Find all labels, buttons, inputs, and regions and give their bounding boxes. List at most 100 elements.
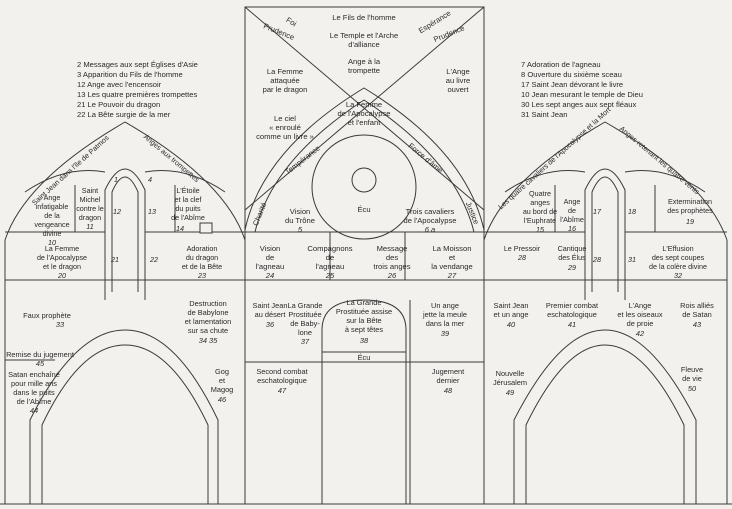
- label-saint-jean-desert: Saint Jean: [253, 301, 288, 310]
- label-prostituee-babylone: Prostituée: [288, 310, 321, 319]
- label-nouvelle-jerusalem: 49: [506, 388, 514, 397]
- label-jugement: Jugement: [432, 367, 464, 376]
- label-ange-meule: dans la mer: [426, 319, 465, 328]
- label-justice: Justice: [464, 200, 481, 225]
- label-satan-enchaine: Satan enchaîné: [8, 370, 60, 379]
- label-femme-apoc-dragon: et le dragon: [43, 262, 81, 271]
- label-gog: Magog: [211, 385, 234, 394]
- central-circle-outer: [311, 134, 417, 240]
- label-etoile: L'Étoile: [176, 186, 199, 195]
- label-jugement: 48: [444, 386, 453, 395]
- label-destruction: Destruction: [189, 299, 226, 308]
- label-message: 26: [387, 271, 397, 280]
- label-compagnons: l'agneau: [316, 262, 344, 271]
- legend-right-line: 30 Les sept anges aux sept fléaux: [521, 100, 637, 109]
- label-ange-livre: L'Ange: [446, 67, 469, 76]
- right-lancet-outer: [584, 168, 626, 300]
- right-arc-band: [504, 170, 586, 193]
- legend-left: 2 Messages aux sept Églises d'Asie 3 App…: [77, 60, 198, 120]
- label-ange-livre: ouvert: [447, 85, 469, 94]
- label-femme-apoc-dragon: de l'Apocalypse: [37, 253, 87, 262]
- label-rois-allies: 43: [693, 320, 702, 329]
- label-etoile: de l'Abîme: [171, 213, 205, 222]
- label-remise: 45: [36, 359, 45, 368]
- label-ange-abime: 16: [568, 224, 576, 233]
- label-faux-prophete: 33: [56, 320, 65, 329]
- label-fils-homme: Le Fils de l'homme: [332, 13, 396, 22]
- label-femme-apoc: de l'Apocalypse: [338, 109, 391, 118]
- label-temple: Le Temple et l'Arche: [330, 31, 398, 40]
- label-femme-apoc-dragon: La Femme: [45, 244, 79, 253]
- label-moisson: La Moisson: [433, 244, 472, 253]
- label-ange-oiseaux: et les oiseaux: [617, 310, 662, 319]
- label-rois-allies: Rois alliés: [680, 301, 714, 310]
- label-ange-abime: Ange: [564, 197, 581, 206]
- small-rect: [199, 222, 213, 234]
- label-force: Force d'âme: [407, 141, 445, 175]
- label-destruction: 34 35: [199, 336, 218, 345]
- label-effusion: des sept coupes: [652, 253, 705, 262]
- label-quatre-anges: au bord de: [523, 207, 557, 216]
- label-satan-enchaine: dans le puits: [13, 388, 55, 397]
- legend-left-line: 22 La Bête surgie de la mer: [77, 110, 171, 119]
- num-17: 17: [593, 207, 602, 216]
- left-lancet-outer: [104, 168, 146, 300]
- label-saint-jean-ange: 40: [507, 320, 516, 329]
- label-vision-trone: du Trône: [285, 216, 315, 225]
- label-ciel: Le ciel: [274, 114, 296, 123]
- label-ange-abime: de: [568, 206, 576, 215]
- right-lower-arch: [513, 329, 697, 504]
- label-trois-cavaliers: de l'Apocalypse: [404, 216, 457, 225]
- legend-left-line: 2 Messages aux sept Églises d'Asie: [77, 60, 198, 69]
- label-message: Message: [377, 244, 408, 253]
- label-vision-agneau: 24: [265, 271, 274, 280]
- label-saint-michel: contre le: [76, 204, 104, 213]
- label-prostituee-bete: Prostituée assise: [336, 307, 392, 316]
- label-ange-vengeance: vengeance: [34, 220, 69, 229]
- legend-right: 7 Adoration de l'agneau 8 Ouverture du s…: [521, 60, 643, 120]
- label-prostituee-babylone: lone: [298, 328, 312, 337]
- cross-diagonal-b: [244, 6, 485, 211]
- label-moisson: 27: [447, 271, 457, 280]
- label-satan-enchaine: pour mille ans: [11, 379, 57, 388]
- label-ange-meule: jette la meule: [422, 310, 467, 319]
- num-31: 31: [628, 255, 636, 264]
- label-second-combat: 47: [278, 386, 287, 395]
- label-moisson: et: [449, 253, 456, 262]
- legend-right-line: 31 Saint Jean: [521, 110, 568, 119]
- label-fleuve: Fleuve: [681, 365, 703, 374]
- label-cantique: des Élus: [558, 253, 586, 262]
- legend-right-line: 8 Ouverture du sixième sceau: [521, 70, 622, 79]
- label-cantique: Cantique: [558, 244, 587, 253]
- label-etoile: du puits: [175, 204, 201, 213]
- right-arc-band: [624, 170, 706, 193]
- label-satan-enchaine: de l'Abîme: [17, 397, 52, 406]
- label-trois-cavaliers: Trois cavaliers: [406, 207, 455, 216]
- left-arc-band: [24, 170, 106, 193]
- label-destruction: et lamentation: [185, 317, 231, 326]
- label-effusion: L'Effusion: [662, 244, 693, 253]
- num-18: 18: [628, 207, 636, 216]
- label-gog: 46: [218, 395, 227, 404]
- label-ange-oiseaux: de proie: [627, 319, 654, 328]
- right-window: [483, 121, 728, 504]
- left-lower-arch-inner: [41, 344, 209, 504]
- label-femme-apoc: La Femme: [346, 100, 382, 109]
- label-prudence-r: Prudence: [432, 23, 466, 44]
- label-quatre-anges: Quatre: [529, 189, 551, 198]
- label-vision-trone: Vision: [290, 207, 311, 216]
- central-arch-outer: [244, 87, 485, 231]
- legend-left-line: 3 Apparition du Fils de l'homme: [77, 70, 183, 79]
- label-saint-michel: Michel: [80, 195, 101, 204]
- label-foi: Foi: [284, 15, 298, 28]
- label-vision-trone: 5: [298, 225, 303, 234]
- label-ange-vengeance: divine: [43, 229, 62, 238]
- label-saint-michel: dragon: [79, 213, 101, 222]
- label-effusion: 32: [674, 271, 682, 280]
- legend-right-line: 17 Saint Jean dévorant le livre: [521, 80, 624, 89]
- label-quatre-anges: l'Euphrate: [524, 216, 556, 225]
- label-effusion: de la colère divine: [649, 262, 707, 271]
- label-gog: Gog: [215, 367, 229, 376]
- label-premier-combat: Premier combat: [546, 301, 598, 310]
- label-extermination: 19: [686, 217, 694, 226]
